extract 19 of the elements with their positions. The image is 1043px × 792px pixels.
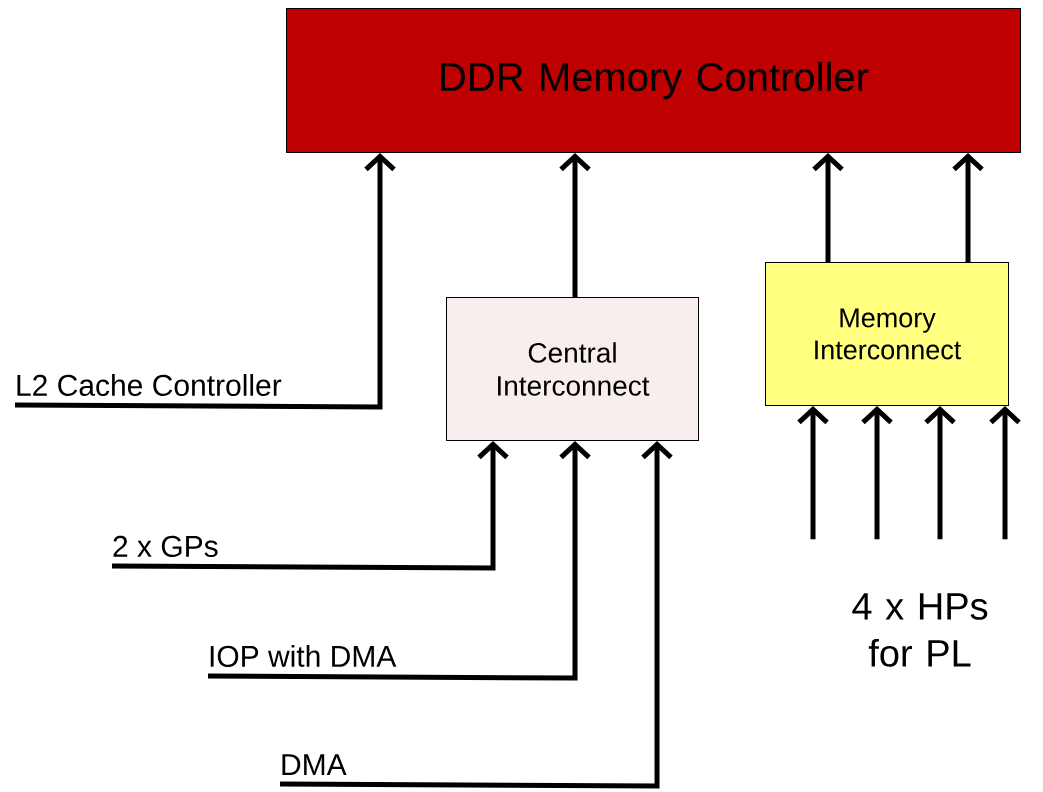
label-text: IOP with DMA [210, 645, 397, 667]
arrow [559, 153, 591, 297]
arrow [812, 153, 844, 262]
label-text: DMA [282, 754, 347, 775]
arrow [208, 441, 591, 681]
arrow [797, 406, 829, 540]
arrow [112, 441, 509, 571]
arrow [280, 441, 673, 789]
arrow [952, 153, 984, 262]
label-text: 4 x HPs for PL [852, 593, 988, 667]
arrow [861, 406, 893, 540]
interconnect-box: Memory Interconnect [765, 262, 1009, 406]
arrow [924, 406, 956, 540]
label-text: 2 x GPs [113, 535, 218, 557]
label-text: L2 Cache Controller [17, 373, 282, 396]
controller-box: DDR Memory Controller [286, 8, 1021, 153]
interconnect-box: Central Interconnect [446, 297, 699, 441]
arrow [15, 153, 396, 410]
arrow [989, 406, 1021, 540]
